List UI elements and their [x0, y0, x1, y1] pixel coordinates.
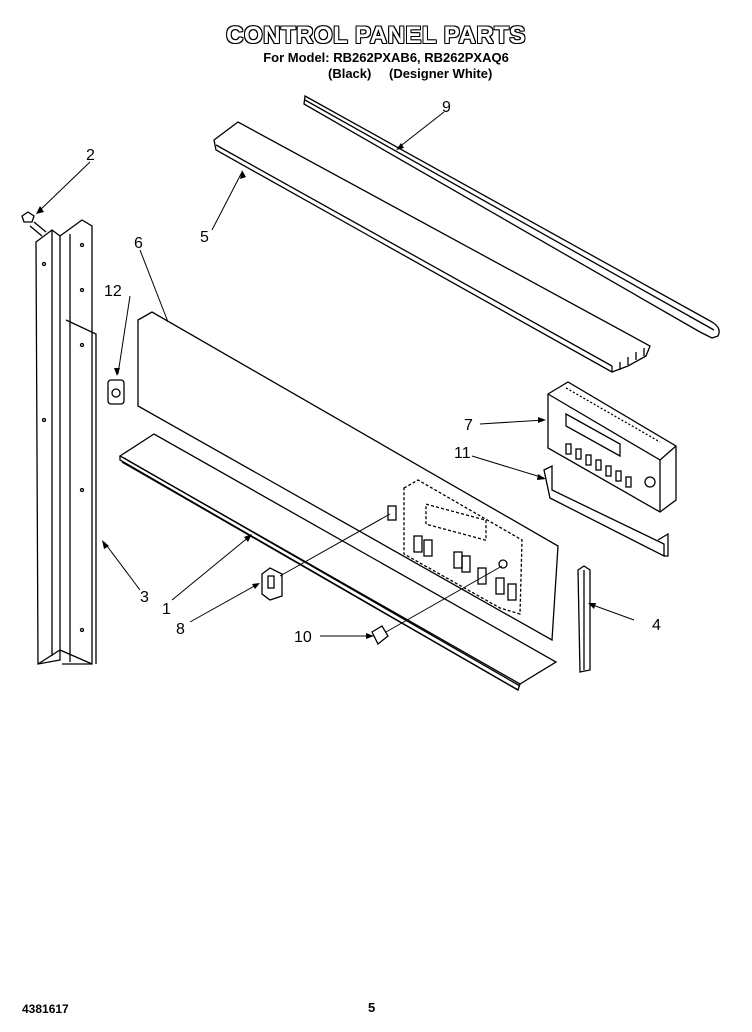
callout-10: 10	[294, 629, 312, 646]
finish-black: (Black)	[328, 66, 372, 81]
callout-6: 6	[134, 235, 143, 252]
page-title: CONTROL PANEL PARTS	[226, 22, 526, 49]
part-3-side-brackets	[35, 219, 97, 665]
arrowheads	[36, 143, 596, 639]
part-10-knob	[371, 625, 389, 646]
part-4-strip	[577, 565, 591, 673]
callout-5: 5	[200, 229, 209, 246]
callout-7: 7	[464, 417, 473, 434]
part-2-screw	[21, 211, 47, 237]
model-line: For Model: RB262PXAB6, RB262PXAQ6	[263, 50, 509, 65]
callout-3: 3	[140, 589, 149, 606]
finish-white: (Designer White)	[388, 66, 493, 81]
page-number: 5	[368, 1000, 376, 1015]
part-11-bracket	[543, 464, 669, 558]
leader-lines	[37, 111, 635, 637]
part-6-overlay	[137, 311, 559, 642]
callout-12: 12	[104, 283, 122, 300]
part-8-switch	[261, 567, 283, 601]
callout-4: 4	[652, 617, 661, 634]
panel-graphics	[403, 479, 523, 615]
document-number: 4381617	[22, 1002, 69, 1016]
part-12-clip	[107, 379, 125, 405]
panel-keys	[387, 505, 517, 601]
callout-11: 11	[454, 445, 471, 462]
part-7-electronic-control	[547, 381, 677, 513]
part-1-panel-strip	[118, 433, 558, 691]
finish-labels: (Black) (Designer White)	[328, 66, 506, 81]
callout-9: 9	[442, 99, 451, 116]
callout-8: 8	[176, 621, 185, 638]
callout-1: 1	[162, 601, 171, 618]
callout-2: 2	[86, 147, 95, 164]
part-5-top-cap	[213, 121, 651, 373]
part-9-trim-strip	[303, 94, 720, 339]
